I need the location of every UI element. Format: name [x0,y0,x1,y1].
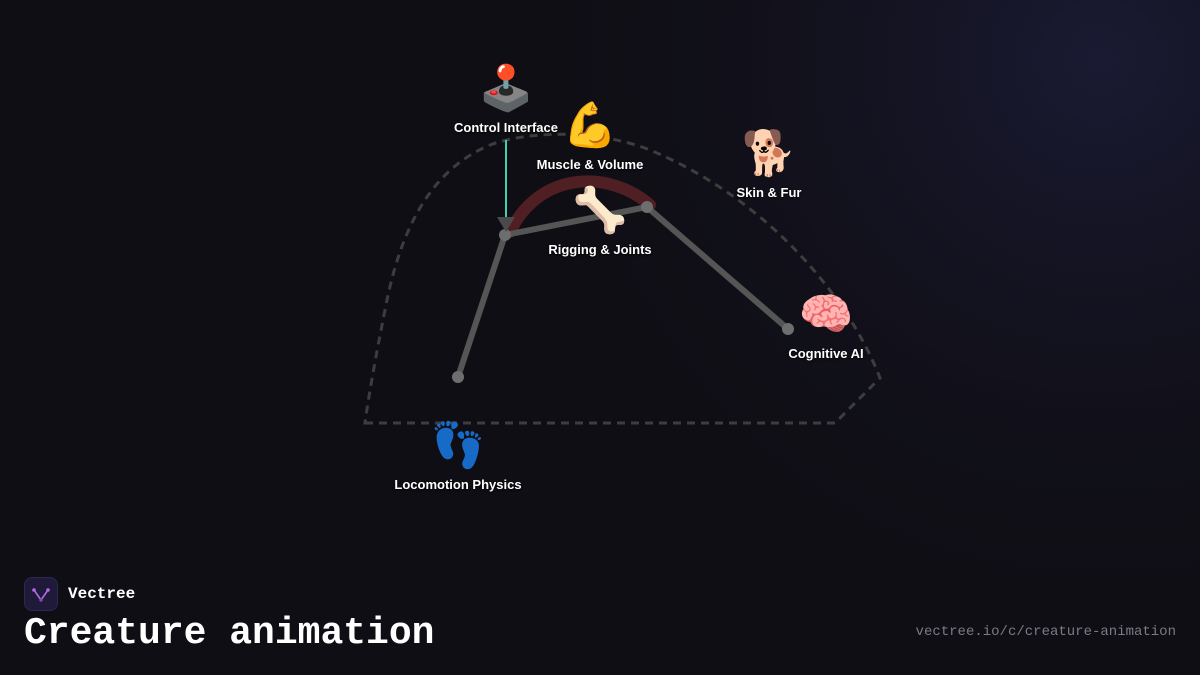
node-cognitive-ai: 🧠 Cognitive AI [726,289,926,362]
brand-name: Vectree [68,585,136,603]
node-label: Skin & Fur [736,185,802,200]
node-muscle-volume: 💪 Muscle & Volume [490,100,690,173]
vectree-logo-icon [24,577,58,611]
muscle-arc [504,175,656,238]
brain-icon: 🧠 [798,289,854,340]
joint-foot [452,371,464,383]
node-label: Cognitive AI [788,346,864,361]
joint-shoulder [641,201,653,213]
joystick-icon: 🕹️ [478,63,534,114]
node-label: Muscle & Volume [536,157,644,172]
joint-head [782,323,794,335]
node-locomotion-physics: 👣 Locomotion Physics [358,420,558,493]
bone-lower-leg [455,232,508,380]
bone-spine [502,204,650,238]
page-title: Creature animation [24,612,435,655]
joint-hip [499,229,511,241]
bone-neck [644,204,791,332]
node-rigging-joints: 🦴 Rigging & Joints [500,185,700,258]
flexed-bicep-icon: 💪 [562,100,618,151]
node-label: Rigging & Joints [548,242,652,257]
dog-icon: 🐕 [741,128,797,179]
node-label: Locomotion Physics [394,477,522,492]
control-arrow-icon [497,217,515,232]
node-label: Control Interface [453,120,558,135]
bone-icon: 🦴 [572,185,628,236]
page-url: vectree.io/c/creature-animation [915,624,1176,640]
node-skin-fur: 🐕 Skin & Fur [669,128,869,201]
node-control-interface: 🕹️ Control Interface [406,63,606,136]
footprints-icon: 👣 [430,420,486,471]
brand: Vectree [24,577,135,611]
body-outline [363,132,882,425]
